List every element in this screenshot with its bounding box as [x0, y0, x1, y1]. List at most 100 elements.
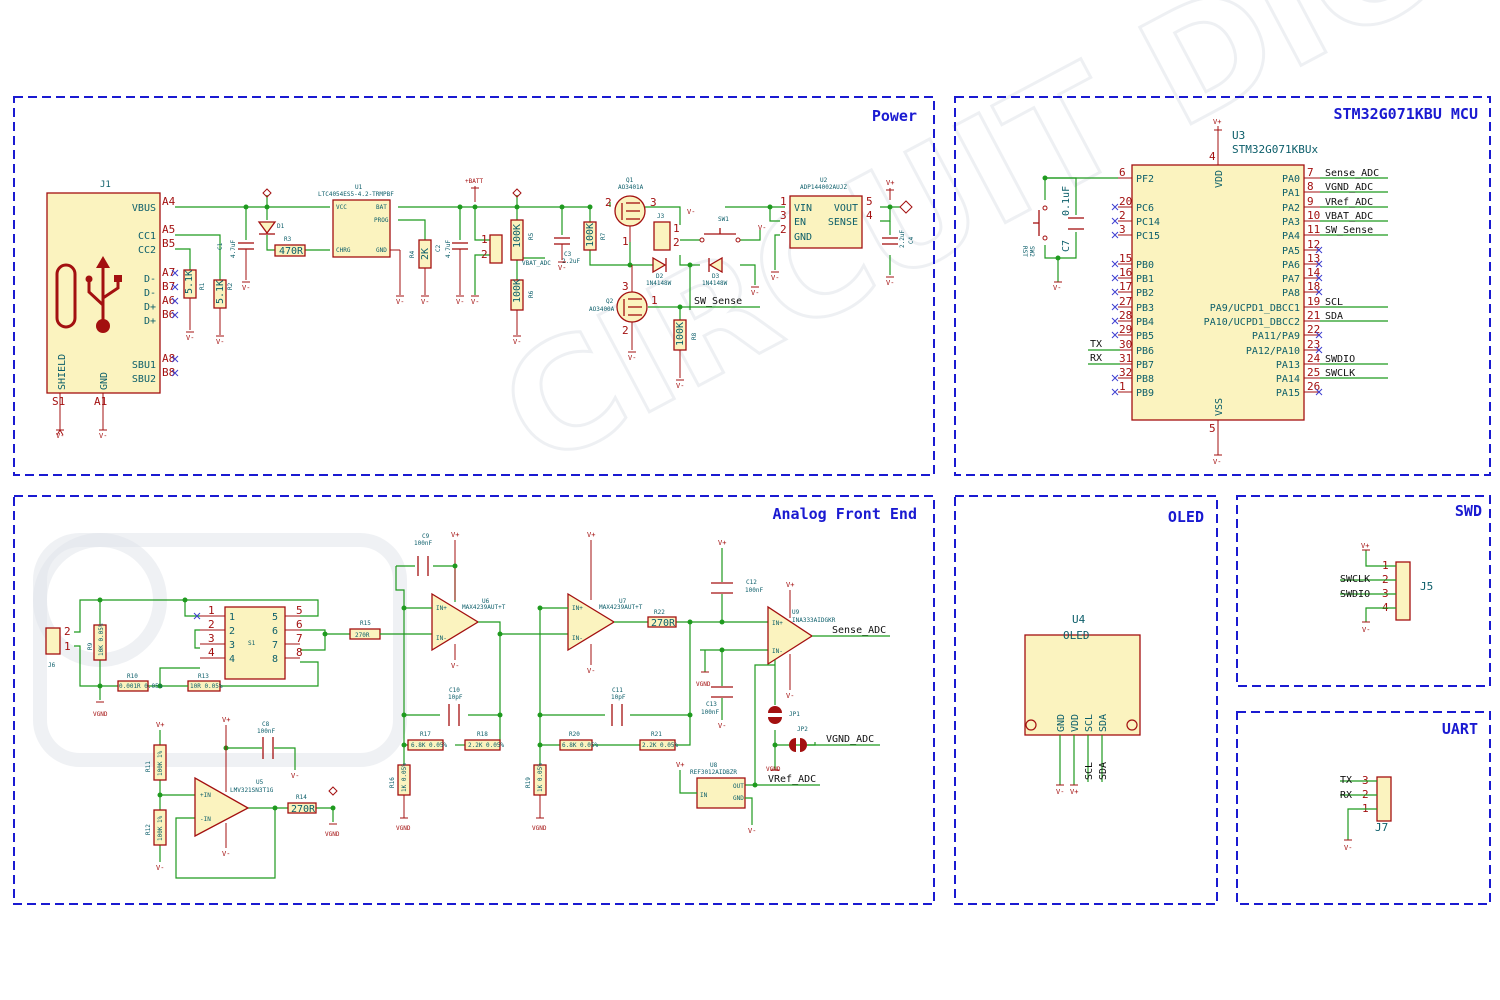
svg-text:4: 4: [208, 646, 215, 659]
mcu-pin-name: PA13: [1276, 360, 1300, 371]
flag-icon-b: [512, 188, 522, 198]
swd-net-swclk: SWCLK: [1340, 574, 1370, 585]
resistor-r14: [287, 802, 317, 814]
j1-num-a8: A8: [162, 352, 175, 365]
mcu-pin-name: PB4: [1136, 317, 1154, 328]
svg-text:V-: V-: [242, 284, 250, 292]
r15-val: 270R: [355, 632, 370, 639]
mcu-ref: U3: [1232, 129, 1245, 142]
r16-ref: R16: [389, 777, 396, 788]
mcu-pin-num: 9: [1307, 195, 1314, 208]
mcu-pin-num: 1: [1119, 380, 1126, 393]
u7-minus: IN-: [572, 635, 583, 642]
mcu-pin-num: 19: [1307, 295, 1320, 308]
resistor-r5: [510, 219, 524, 261]
frame-mcu: [954, 96, 1491, 476]
mcu-net-label: SWCLK: [1325, 368, 1355, 379]
svg-text:1: 1: [229, 612, 235, 623]
r14-val: 270R: [291, 804, 316, 815]
u2-pin-vin: VIN: [794, 203, 812, 214]
svg-text:V-: V-: [771, 274, 779, 282]
svg-text:V-: V-: [216, 338, 224, 346]
u2-ref: U2: [820, 177, 828, 184]
u6-ref: U6: [482, 598, 490, 605]
mcu-net-label: SCL: [1325, 297, 1343, 308]
mcu-pin-name: PA7: [1282, 274, 1300, 285]
u2-pin-sense: SENSE: [828, 217, 858, 228]
mcu-pin-name: PC6: [1136, 203, 1154, 214]
r11-ref: R11: [145, 761, 152, 772]
section-title-swd: SWD: [1455, 502, 1482, 520]
c13-ref: C13: [706, 701, 717, 708]
jp1-label: JP1: [789, 711, 800, 718]
frame-oled: [954, 495, 1218, 905]
svg-text:V+: V+: [156, 721, 164, 729]
svg-text:V-: V-: [451, 662, 459, 670]
j1-pin-shield: SHIELD: [57, 354, 68, 390]
svg-text:4: 4: [229, 654, 235, 665]
section-title-uart: UART: [1442, 720, 1478, 738]
r6-val: 100K: [512, 279, 523, 303]
opamp-u6: [431, 592, 480, 652]
r18-val: 2.2K 0.05%: [468, 742, 505, 749]
j1-pin-dminus-a: D-: [144, 274, 156, 285]
r7-ref: R7: [600, 232, 607, 240]
mcu-vplus-label: V+: [1213, 118, 1221, 126]
mcu-net-tx: TX: [1090, 339, 1102, 350]
c3-ref: C3: [564, 251, 572, 258]
nc-mark: [1315, 331, 1323, 339]
resistor-r11: [153, 744, 167, 781]
oled-pin-gnd: GND: [1056, 714, 1067, 732]
u7-ref: U7: [619, 598, 627, 605]
svg-text:V-: V-: [291, 772, 299, 780]
r1-ref: R1: [199, 282, 206, 290]
r13-ref: R13: [198, 673, 209, 680]
uart-section: J7 3 2 1 TX RX V-: [1340, 774, 1392, 852]
c2-ref: C2: [435, 244, 442, 252]
mcu-pin-num: 11: [1307, 223, 1320, 236]
c9-ref: C9: [422, 533, 430, 540]
mcu-pin-num: 21: [1307, 309, 1320, 322]
svg-text:V-: V-: [676, 382, 684, 390]
c1-val: 4.7uF: [230, 240, 237, 258]
mcu-right-pins: 7PA0Sense_ADC8PA1VGND_ADC9PA2VRef_ADC10P…: [1204, 166, 1388, 399]
jp2-label: JP2: [797, 726, 808, 733]
nc-mark: [1111, 388, 1119, 396]
mcu-pin-name: PC15: [1136, 231, 1160, 242]
resistor-r3: [274, 244, 306, 257]
mcu-net-label: VBAT_ADC: [1325, 211, 1373, 222]
s1-pin-2: 22: [200, 618, 235, 637]
mcu-pin-num: 2: [1119, 209, 1126, 222]
capacitor-c7: [1068, 217, 1084, 230]
j1-pin-vbus: VBUS: [132, 203, 156, 214]
d2-val: 1N4148W: [646, 280, 672, 287]
mcu-pin-name: PB8: [1136, 374, 1154, 385]
mcu-vplus-symbol: [1214, 126, 1222, 131]
r1-val: 5.1K: [184, 270, 195, 294]
nc-mark: [1315, 288, 1323, 296]
u1-pin-vcc: VCC: [336, 204, 347, 211]
mcu-pin-name: PC14: [1136, 217, 1160, 228]
uart-net-tx: TX: [1340, 775, 1352, 786]
vbat-adc-label: VBAT_ADC: [522, 260, 551, 267]
mcu-pin-name: PA3: [1282, 217, 1300, 228]
u6-minus: IN-: [436, 635, 447, 642]
mcu-pin-num: 6: [1119, 166, 1126, 179]
sense-adc-label: Sense_ADC: [832, 625, 886, 636]
svg-text:V+: V+: [886, 179, 894, 187]
r8-ref: R8: [691, 332, 698, 340]
u2-num-2: 2: [780, 223, 787, 236]
c7-vminus-label: V-: [1053, 284, 1061, 292]
usb-logo-icon: [85, 256, 122, 333]
jumper-jp2: [789, 738, 807, 752]
mcu-pin-name: PA8: [1282, 288, 1300, 299]
u2-pin-gnd: GND: [794, 232, 812, 243]
mcu-pin-name: PB1: [1136, 274, 1154, 285]
u2-val: ADP144002AUJZ: [800, 184, 847, 191]
c9-val: 100nF: [414, 540, 432, 547]
u1-pin-bat: BAT: [376, 204, 387, 211]
